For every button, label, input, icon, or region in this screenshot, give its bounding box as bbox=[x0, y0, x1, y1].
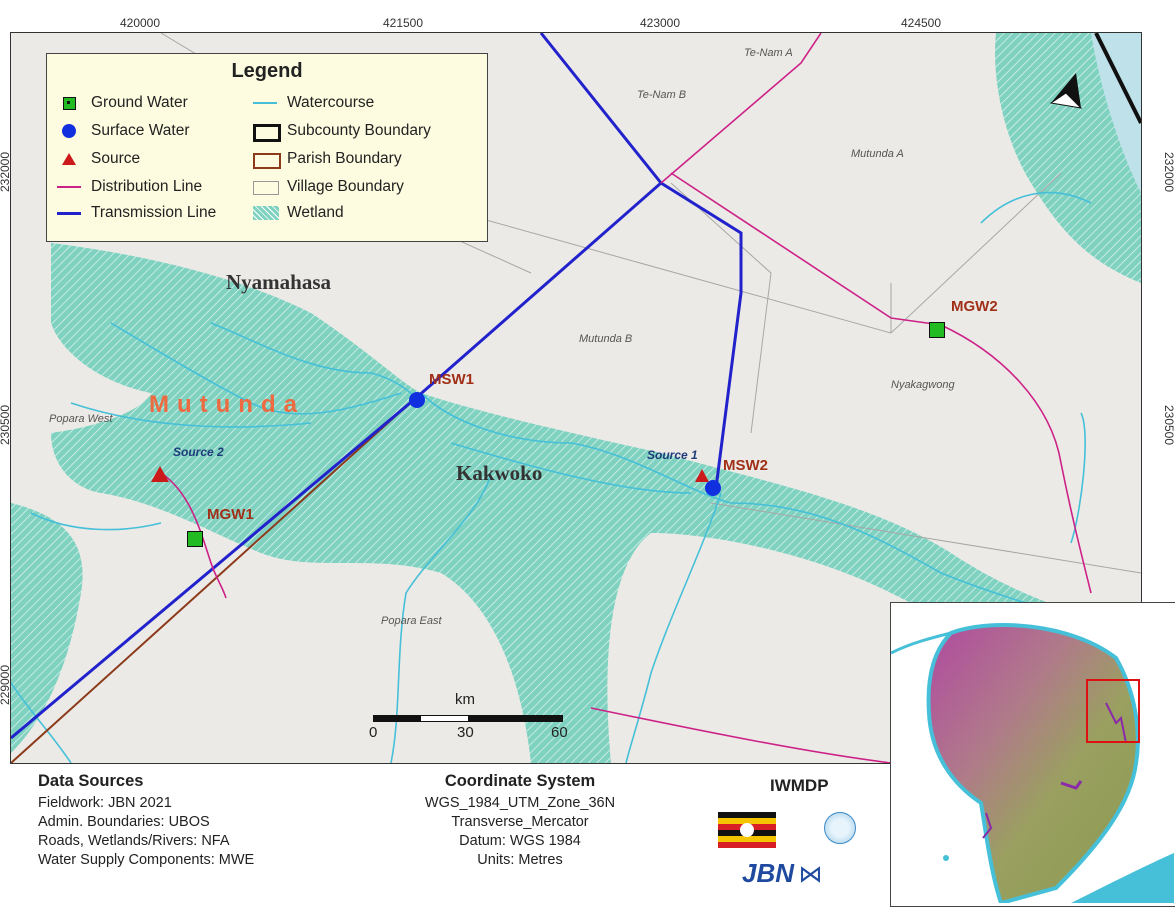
source-1-marker[interactable] bbox=[695, 469, 709, 482]
village-label-nyakagwong: Nyakagwong bbox=[891, 379, 955, 391]
village-label-te-nam-b: Te-Nam B bbox=[637, 89, 687, 101]
legend-item-ground-water: Ground Water bbox=[55, 94, 188, 112]
surface-water-icon bbox=[55, 122, 85, 140]
scale-unit: km bbox=[455, 691, 475, 708]
grid-tick-top: 420000 bbox=[119, 16, 161, 30]
village-label-mutunda-b: Mutunda B bbox=[579, 333, 633, 345]
legend-label: Village Boundary bbox=[287, 178, 404, 195]
legend-item-subcounty-boundary: Subcounty Boundary bbox=[251, 122, 431, 142]
legend-item-distribution-line: Distribution Line bbox=[55, 178, 202, 196]
distribution-line bbox=[160, 33, 1092, 763]
coordinate-system: Coordinate System WGS_1984_UTM_Zone_36N … bbox=[380, 772, 660, 870]
village-label-popara-west: Popara West bbox=[49, 413, 113, 425]
inset-map-canvas bbox=[890, 623, 1174, 906]
legend-item-transmission-line: Transmission Line bbox=[55, 204, 216, 222]
legend-item-wetland: Wetland bbox=[251, 204, 344, 222]
place-label-kakwoko: Kakwoko bbox=[456, 461, 543, 485]
map-legend: Legend Ground Water Surface Water Source… bbox=[46, 53, 488, 242]
feature-label-mgw1: MGW1 bbox=[207, 506, 254, 523]
ground-water-icon bbox=[55, 94, 85, 112]
wetland-area bbox=[995, 33, 1141, 283]
feature-label-msw1: MSW1 bbox=[429, 371, 474, 388]
project-name: IWMDP bbox=[770, 776, 829, 795]
watercourse-icon bbox=[251, 94, 281, 112]
legend-label: Watercourse bbox=[287, 94, 375, 111]
place-label-mutunda: Mutunda bbox=[149, 391, 305, 418]
data-source-line: Fieldwork: JBN 2021 bbox=[38, 795, 172, 811]
surface-water-msw1-marker[interactable] bbox=[409, 392, 425, 408]
source-2-marker[interactable] bbox=[151, 466, 169, 482]
data-sources-title: Data Sources bbox=[38, 772, 144, 790]
surface-water-msw2-marker[interactable] bbox=[705, 480, 721, 496]
inset-locator-map bbox=[890, 602, 1175, 907]
grid-tick-right: 230500 bbox=[1162, 404, 1175, 446]
butterfly-icon: ⋈ bbox=[798, 861, 823, 888]
ground-water-mgw1-marker[interactable] bbox=[187, 531, 203, 547]
feature-label-source-1: Source 1 bbox=[647, 448, 698, 462]
wetland-area bbox=[11, 503, 83, 753]
distribution-line-icon bbox=[55, 178, 85, 196]
legend-label: Source bbox=[91, 150, 141, 167]
scale-label-0: 0 bbox=[369, 724, 378, 741]
map-frame[interactable]: Legend Ground Water Surface Water Source… bbox=[10, 32, 1142, 764]
source-icon bbox=[55, 150, 85, 168]
village-label-mutunda-a: Mutunda A bbox=[851, 148, 904, 160]
grid-tick-top: 421500 bbox=[382, 16, 424, 30]
legend-label: Parish Boundary bbox=[287, 150, 402, 167]
data-sources: Data Sources Fieldwork: JBN 2021 Admin. … bbox=[38, 772, 254, 870]
grid-tick-right: 232000 bbox=[1162, 151, 1175, 193]
scale-label-30: 30 bbox=[457, 724, 474, 741]
village-boundary-icon bbox=[251, 178, 281, 196]
place-label-nyamahasa: Nyamahasa bbox=[226, 270, 332, 294]
legend-item-surface-water: Surface Water bbox=[55, 122, 190, 140]
coordinate-line: Transverse_Mercator bbox=[451, 814, 589, 830]
legend-item-village-boundary: Village Boundary bbox=[251, 178, 404, 196]
wetland-icon bbox=[251, 204, 281, 222]
parish-boundary bbox=[11, 392, 422, 763]
coordinate-line: WGS_1984_UTM_Zone_36N bbox=[424, 795, 616, 811]
parish-boundary-icon bbox=[251, 150, 281, 169]
inset-extent-box bbox=[1086, 679, 1140, 743]
wetland-area bbox=[51, 243, 1141, 763]
coordinate-system-title: Coordinate System bbox=[444, 772, 596, 790]
globe-logo-icon bbox=[824, 812, 856, 844]
coordinate-line: Units: Metres bbox=[477, 852, 563, 868]
legend-label: Transmission Line bbox=[91, 204, 217, 221]
village-label-popara-east: Popara East bbox=[381, 615, 442, 627]
legend-label: Distribution Line bbox=[91, 178, 203, 195]
feature-label-mgw2: MGW2 bbox=[951, 298, 998, 315]
village-label-te-nam-a: Te-Nam A bbox=[744, 47, 793, 59]
transmission-line-icon bbox=[55, 204, 85, 222]
legend-item-watercourse: Watercourse bbox=[251, 94, 374, 112]
coordinate-line: Datum: WGS 1984 bbox=[459, 833, 581, 849]
grid-tick-top: 424500 bbox=[900, 16, 942, 30]
uganda-flag-icon bbox=[718, 812, 776, 848]
north-arrow bbox=[1049, 73, 1083, 109]
feature-label-source-2: Source 2 bbox=[173, 445, 224, 459]
legend-title: Legend bbox=[231, 60, 303, 82]
legend-item-parish-boundary: Parish Boundary bbox=[251, 150, 402, 169]
wetland-area bbox=[1091, 33, 1141, 193]
data-source-line: Roads, Wetlands/Rivers: NFA bbox=[38, 833, 230, 849]
legend-label: Surface Water bbox=[91, 122, 190, 139]
ground-water-mgw2-marker[interactable] bbox=[929, 322, 945, 338]
legend-label: Subcounty Boundary bbox=[287, 122, 431, 139]
feature-label-msw2: MSW2 bbox=[723, 457, 768, 474]
subcounty-boundary-icon bbox=[251, 122, 281, 142]
legend-item-source: Source bbox=[55, 150, 140, 168]
data-source-line: Water Supply Components: MWE bbox=[38, 852, 255, 868]
jbn-logo: JBN ⋈ bbox=[742, 858, 822, 889]
legend-label: Wetland bbox=[287, 204, 344, 221]
grid-tick-top: 423000 bbox=[639, 16, 681, 30]
legend-label: Ground Water bbox=[91, 94, 188, 111]
scale-label-60: 60 bbox=[551, 724, 568, 741]
data-source-line: Admin. Boundaries: UBOS bbox=[38, 814, 210, 830]
jbn-logo-text: JBN bbox=[742, 858, 795, 888]
